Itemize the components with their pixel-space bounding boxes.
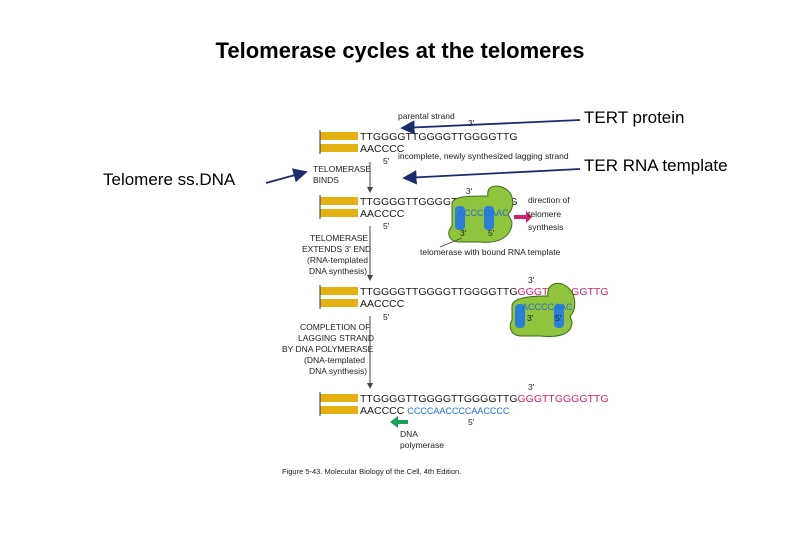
step-completion-line2: LAGGING STRAND [298, 333, 374, 343]
slide-title: Telomerase cycles at the telomeres [215, 38, 585, 63]
direction-label-line3: synthesis [528, 222, 563, 232]
panel2-bottom-sequence: AACCCC [360, 208, 405, 220]
dna-bars-panel-3 [319, 285, 358, 309]
dna-polymerase-arrow-icon [390, 416, 408, 428]
panel4-three-prime: 3' [528, 382, 535, 392]
panel2-rna-3prime: 3' [460, 228, 467, 238]
panel3-bottom-sequence: AACCCC [360, 298, 405, 310]
five-prime-label: 5' [383, 156, 390, 166]
panel2-three-prime: 3' [466, 186, 473, 196]
step-completion-line5: DNA synthesis) [309, 366, 367, 376]
step-completion-line1: COMPLETION OF [300, 322, 370, 332]
telomerase-enzyme-panel-3 [509, 282, 576, 337]
telomere-ssdna-label: Telomere ss.DNA [103, 170, 236, 189]
direction-arrow-icon [514, 211, 532, 223]
panel4-five-prime: 5' [468, 417, 475, 427]
telomerase-enzyme-panel-2 [448, 185, 514, 243]
ter-pointer-arrow [402, 168, 581, 185]
incomplete-lagging-label: incomplete, newly synthesized lagging st… [398, 151, 569, 161]
telomerase-caption: telomerase with bound RNA template [420, 247, 561, 257]
dna-bars-panel-1 [319, 130, 358, 154]
tert-pointer-arrow [400, 119, 581, 135]
panel2-rna-5prime: 5' [488, 228, 495, 238]
ter-rna-template-label: TER RNA template [584, 156, 728, 175]
ssdna-pointer-arrow [265, 168, 308, 184]
bottom-strand-sequence: AACCCC [360, 143, 405, 155]
dna-polymerase-line2: polymerase [400, 440, 444, 450]
direction-label-line2: telomere [528, 209, 561, 219]
parental-strand-label: parental strand [398, 111, 455, 121]
step-extends-line1: TELOMERASE [310, 233, 368, 243]
step-extends-line3: (RNA-templated [307, 255, 368, 265]
step-extends-line4: DNA synthesis) [309, 266, 367, 276]
tert-protein-label: TERT protein [584, 108, 685, 127]
top-strand-sequence: TTGGGGTTGGGGTTGGGGTTG [360, 131, 518, 143]
direction-label-line1: direction of [528, 195, 570, 205]
step-completion-line4: (DNA-templated [304, 355, 365, 365]
step-completion-line3: BY DNA POLYMERASE [282, 344, 374, 354]
dna-bars-panel-4 [319, 392, 358, 416]
panel2-five-prime: 5' [383, 221, 390, 231]
three-prime-label: 3' [468, 118, 475, 128]
rna-template-panel-3: ACCCCAAC [522, 302, 573, 312]
step-extends-line2: EXTENDS 3' END [302, 244, 371, 254]
panel3-three-prime: 3' [528, 275, 535, 285]
panel4-top-sequence: TTGGGGTTGGGGTTGGGGTTGGGGTTGGGGTTG [360, 393, 609, 405]
panel3-five-prime: 5' [383, 312, 390, 322]
panel3-rna-3prime: 3' [527, 313, 534, 323]
figure-source-caption: Figure 5-43. Molecular Biology of the Ce… [282, 467, 461, 476]
panel3-rna-5prime: 5' [555, 313, 562, 323]
dna-polymerase-line1: DNA [400, 429, 418, 439]
rna-template-panel-2: ACCCCAAC [458, 208, 509, 218]
step-telomerase-binds-line1: TELOMERASE [313, 164, 371, 174]
step-telomerase-binds-line2: BINDS [313, 175, 339, 185]
dna-bars-panel-2 [319, 195, 358, 219]
